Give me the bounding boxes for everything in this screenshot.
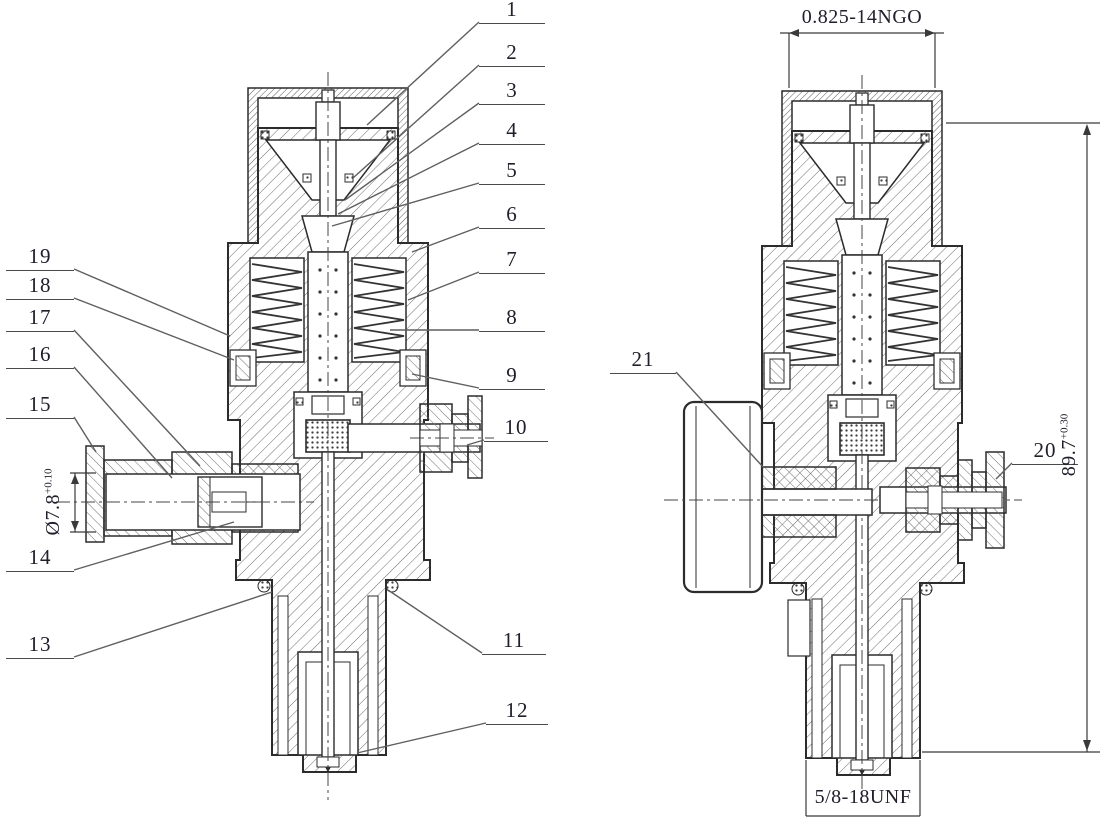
left-valve-figure [56,71,494,801]
callout-label-20: 20 [1012,438,1078,465]
callout-label-4: 4 [479,118,545,145]
callout-label-21: 21 [610,347,676,374]
left-figure-inlet-fitting [56,445,314,545]
callout-label-16: 16 [6,342,74,369]
callout-label-6: 6 [479,202,545,229]
right-valve-figure [664,74,1022,804]
callout-label-12: 12 [486,698,548,725]
callout-label-2: 2 [479,40,545,67]
callout-label-9: 9 [479,363,545,390]
callout-label-18: 18 [6,273,74,300]
dimension-bottom-thread: 5/8-18UNF [814,786,912,808]
callout-label-10: 10 [484,415,548,442]
callout-label-3: 3 [479,78,545,105]
dimension-overall-height: 89.7+0.30 [1058,380,1082,510]
callout-leader-lines [73,21,1013,754]
height-value: 89.7 [1058,439,1080,477]
left-figure-outlet-fitting [347,395,494,479]
callout-label-17: 17 [6,305,74,332]
callout-label-13: 13 [6,632,74,659]
callout-label-19: 19 [6,244,74,271]
callout-label-7: 7 [479,247,545,274]
callout-label-5: 5 [479,158,545,185]
dimension-bore-diameter: Ø7.8+0.10 [42,437,66,567]
bore-tolerance: +0.10 [42,468,55,495]
callout-label-11: 11 [482,628,546,655]
dimension-top-thread: 0.825-14NGO [801,6,923,28]
right-figure-outlet-fitting [879,451,1007,549]
bore-value: Ø7.8 [42,494,64,536]
height-tolerance: +0.30 [1058,413,1071,440]
callout-label-1: 1 [479,0,545,24]
body-port-notch [787,599,811,657]
pressure-gauge [664,400,1022,594]
dimension-lines [70,29,1100,817]
callout-label-14: 14 [6,545,74,572]
callout-label-8: 8 [479,305,545,332]
callout-label-15: 15 [6,392,74,419]
